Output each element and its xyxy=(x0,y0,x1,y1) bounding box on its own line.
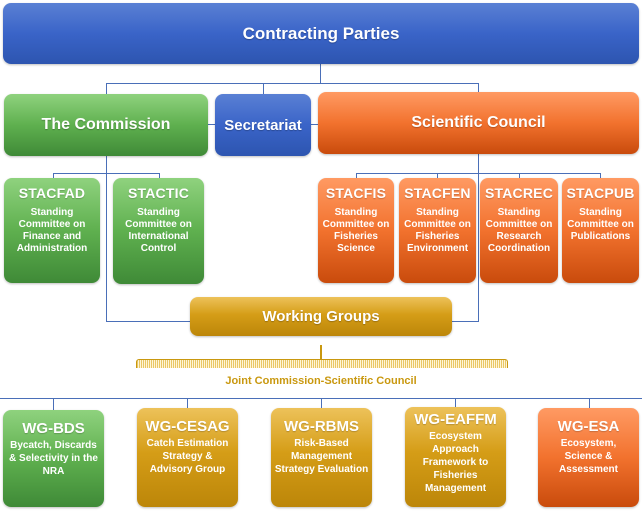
wg-cesag-box: WG-CESAG Catch Estimation Strategy & Adv… xyxy=(137,408,238,507)
joint-brace xyxy=(136,359,508,368)
committee-stactic: STACTIC Standing Committee on Internatio… xyxy=(113,178,204,284)
connector-line xyxy=(356,173,601,174)
wg-name: Catch Estimation Strategy & Advisory Gro… xyxy=(146,438,229,475)
connector-line xyxy=(106,83,479,84)
committee-name: Standing Committee on Publications xyxy=(567,207,634,242)
connector-line xyxy=(53,398,54,410)
committee-abbr: STACFIS xyxy=(325,185,387,201)
wg-esa-box: WG-ESA Ecosystem, Science & Assessment xyxy=(538,408,639,507)
secretariat-label: Secretariat xyxy=(224,116,302,134)
connector-line xyxy=(311,124,318,125)
wg-name: Ecosystem Approach Framework to Fisherie… xyxy=(422,431,489,494)
wg-abbr: WG-CESAG xyxy=(145,418,230,435)
joint-label: Joint Commission-Scientific Council xyxy=(225,375,417,387)
connector-line xyxy=(187,398,188,408)
connector-line xyxy=(437,173,438,178)
committee-abbr: STACREC xyxy=(484,185,554,201)
committee-abbr: STACTIC xyxy=(127,185,190,201)
committee-stacpub: STACPUB Standing Committee on Publicatio… xyxy=(562,178,639,283)
commission-label: The Commission xyxy=(41,116,171,133)
wg-rbms-box: WG-RBMS Risk-Based Management Strategy E… xyxy=(271,408,372,507)
committee-name: Standing Committee on International Cont… xyxy=(125,207,192,254)
connector-line xyxy=(53,173,54,178)
committee-name: Standing Committee on Research Coordinat… xyxy=(485,207,553,254)
wg-bds-box: WG-BDS Bycatch, Discards & Selectivity i… xyxy=(3,410,104,507)
connector-line xyxy=(106,156,107,322)
connector-line xyxy=(356,173,357,178)
working-groups-label: Working Groups xyxy=(262,308,380,325)
committee-stacfen: STACFEN Standing Committee on Fisheries … xyxy=(399,178,476,283)
connector-line xyxy=(455,398,456,407)
committee-name: Standing Committee on Fisheries Environm… xyxy=(404,207,471,254)
brace-tick xyxy=(320,345,322,360)
connector-line xyxy=(53,173,160,174)
wg-abbr: WG-RBMS xyxy=(284,418,359,435)
connector-line xyxy=(321,398,322,408)
working-groups-box: Working Groups xyxy=(190,297,452,336)
connector-line xyxy=(589,398,590,408)
scientific-council-box: Scientific Council xyxy=(318,92,639,154)
connector-line xyxy=(600,173,601,178)
connector-line xyxy=(208,124,215,125)
committee-stacrec: STACREC Standing Committee on Research C… xyxy=(480,178,558,283)
committee-name: Standing Committee on Finance and Admini… xyxy=(16,207,88,254)
wg-abbr: WG-BDS xyxy=(22,420,85,437)
wg-eaffm-box: WG-EAFFM Ecosystem Approach Framework to… xyxy=(405,407,506,507)
committee-name: Standing Committee on Fisheries Science xyxy=(322,207,390,254)
connector-line xyxy=(320,64,321,84)
connector-line xyxy=(106,321,190,322)
committee-abbr: STACFEN xyxy=(404,185,471,201)
connector-line xyxy=(478,154,479,322)
committee-abbr: STACPUB xyxy=(566,185,635,201)
contracting-parties-box: Contracting Parties xyxy=(3,3,639,64)
connector-line xyxy=(452,321,479,322)
connector-line xyxy=(106,83,107,94)
wg-abbr: WG-EAFFM xyxy=(414,411,497,428)
wg-abbr: WG-ESA xyxy=(557,418,620,435)
secretariat-box: Secretariat xyxy=(215,94,311,156)
connector-line xyxy=(159,173,160,178)
connector-line xyxy=(478,83,479,93)
connector-line xyxy=(519,173,520,178)
wg-name: Ecosystem, Science & Assessment xyxy=(559,438,618,475)
wg-name: Risk-Based Management Strategy Evaluatio… xyxy=(274,438,369,475)
contracting-parties-label: Contracting Parties xyxy=(242,23,400,43)
committee-abbr: STACFAD xyxy=(18,185,86,201)
connector-line xyxy=(263,83,264,94)
committee-stacfad: STACFAD Standing Committee on Finance an… xyxy=(4,178,100,283)
committee-stacfis: STACFIS Standing Committee on Fisheries … xyxy=(318,178,394,283)
wg-name: Bycatch, Discards & Selectivity in the N… xyxy=(9,440,98,477)
commission-box: The Commission xyxy=(4,94,208,156)
scientific-council-label: Scientific Council xyxy=(411,114,546,131)
